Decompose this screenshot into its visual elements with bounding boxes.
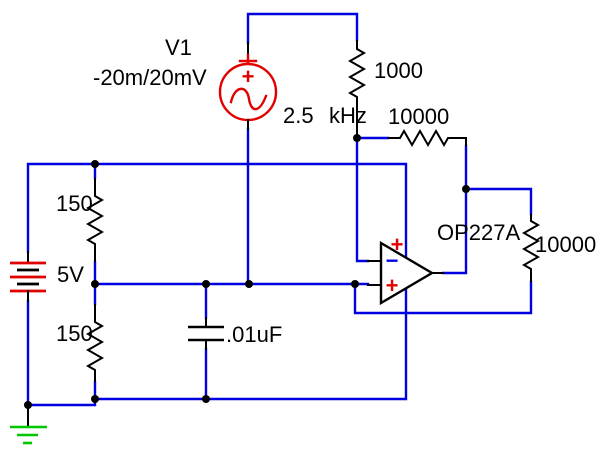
junction-dot [462, 185, 470, 193]
wire-output-branch[interactable] [464, 187, 533, 216]
opamp-model-label[interactable]: OP227A [437, 220, 520, 245]
junction-dot [202, 395, 210, 403]
v1-frequency-unit-label[interactable]: kHz [329, 103, 367, 128]
resistor-divider-top-label[interactable]: 150 [56, 191, 93, 216]
resistor-divider-top-150[interactable] [85, 178, 105, 262]
v1-plus-icon: + [242, 64, 255, 89]
opamp-plus-icon: + [386, 273, 399, 298]
v1-top-terminal [238, 53, 258, 66]
resistor-load-label[interactable]: 10000 [535, 232, 596, 257]
junction-dot [353, 134, 361, 142]
junction-dot [91, 160, 99, 168]
opamp-minus-icon: − [386, 248, 399, 273]
junction-dot [351, 280, 359, 288]
wire-node-a[interactable] [355, 136, 390, 263]
capacitor-value-label[interactable]: .01uF [226, 322, 282, 347]
resistor-feedback-10000[interactable] [388, 128, 467, 148]
sine-wave-icon [229, 87, 268, 111]
resistor-feedback-label[interactable]: 10000 [388, 104, 449, 129]
resistor-input-1000[interactable] [347, 40, 367, 135]
battery-symbol[interactable] [10, 261, 46, 293]
wire-vminus-to-ground-rail[interactable] [26, 287, 408, 407]
ground-icon[interactable] [10, 425, 47, 445]
junction-dot [91, 395, 99, 403]
capacitor-symbol[interactable] [188, 325, 224, 342]
wire-output[interactable] [441, 144, 468, 275]
junction-dot [202, 280, 210, 288]
wire-load-return[interactable] [353, 280, 533, 315]
junction-dot [245, 280, 253, 288]
resistor-load-10000[interactable] [521, 214, 541, 282]
opamp-triangle[interactable] [379, 240, 435, 306]
battery-voltage-label[interactable]: 5V [57, 262, 84, 287]
junction-dot [91, 280, 99, 288]
v1-frequency-value-label[interactable]: 2.5 [283, 103, 314, 128]
v1-name-label[interactable]: V1 [165, 35, 192, 60]
resistor-input-label[interactable]: 1000 [374, 58, 423, 83]
opamp-power-plus-icon: + [391, 232, 404, 257]
wire-vplus-rail[interactable] [26, 162, 408, 259]
resistor-divider-bottom-label[interactable]: 150 [56, 321, 93, 346]
resistor-divider-bottom-150[interactable] [85, 304, 105, 382]
wire-top-rail[interactable] [246, 12, 359, 45]
v1-value-label[interactable]: -20m/20mV [93, 65, 207, 90]
junction-dot [24, 401, 32, 409]
